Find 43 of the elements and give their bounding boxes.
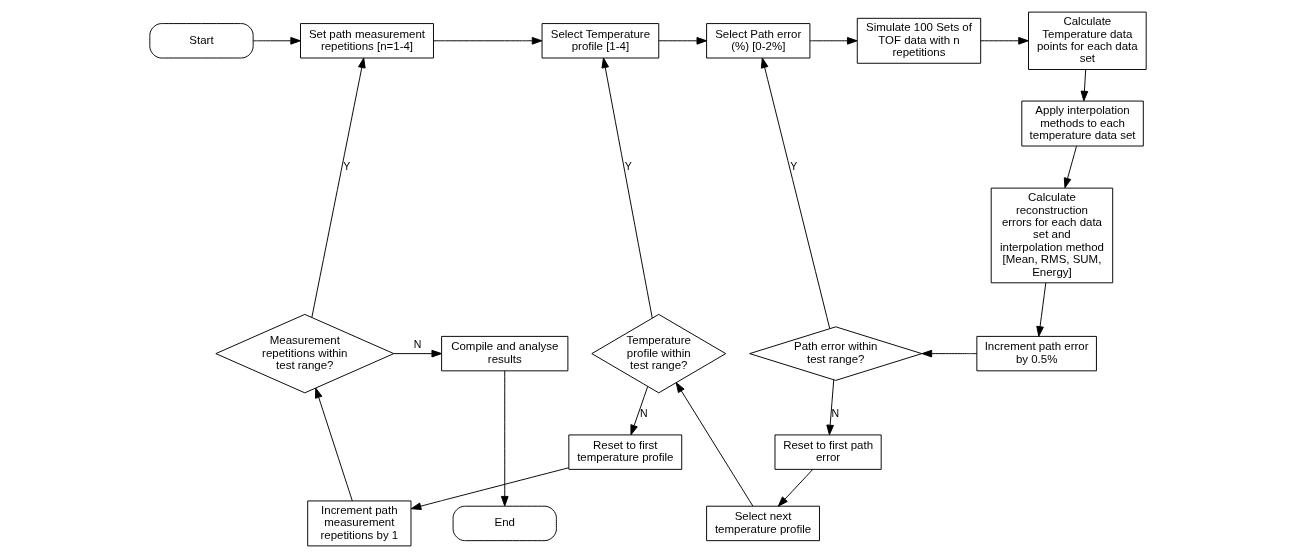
node-diamond: Path error within test range? [748, 326, 922, 381]
arrow [979, 36, 1029, 45]
arrow [809, 36, 857, 45]
edge-label: Y [624, 159, 632, 172]
node-box: Increment path measurement repetitions by 1 [306, 500, 411, 547]
node-diamond: Measurement repetitions within test range? [214, 313, 394, 394]
node-box: Select Path error (%) [0-2%] [705, 23, 810, 59]
arrow [500, 370, 509, 507]
node-box: Calculate Temperature data points for each data set [1027, 11, 1147, 70]
arrow [675, 382, 753, 507]
arrow [825, 379, 834, 436]
node-box: Select next temperature profile [705, 505, 820, 542]
arrow [252, 36, 301, 45]
node-box: Start [148, 23, 254, 59]
arrow [600, 57, 653, 319]
arrow [392, 349, 442, 358]
arrow [1080, 69, 1088, 102]
arrow [1063, 145, 1077, 189]
arrow [310, 57, 366, 318]
edge-label: N [413, 337, 421, 350]
edge-label: N [639, 406, 648, 419]
arrow [314, 387, 353, 502]
node-box: Calculate reconstruction errors for each data set and interpolation method [Mean, RMS, SUM, Energy] [990, 187, 1113, 284]
node-box: Compile and analyse results [440, 335, 568, 372]
node-box: Reset to first path error [774, 434, 882, 470]
node-box: Reset to first temperature profile [567, 434, 682, 470]
arrow [410, 467, 569, 510]
node-box: Simulate 100 Sets of TOF data with n repetitions [856, 17, 981, 64]
arrow [629, 386, 648, 436]
edge-label: N [830, 406, 839, 419]
node-box: End [452, 505, 557, 542]
node-box: Select Temperature profile [1-4] [541, 23, 659, 59]
node-box: Set path measurement repetitions [n=1-4] [299, 23, 434, 59]
edge-label: Y [342, 159, 350, 172]
arrow [760, 57, 830, 329]
node-box: Apply interpolation methods to each temperature data set [1020, 100, 1144, 147]
arrow [432, 36, 542, 45]
arrow [1035, 282, 1046, 337]
node-box: Increment path error by 0.5% [975, 335, 1097, 372]
arrow [658, 36, 707, 45]
arrow [921, 349, 977, 358]
arrow [777, 469, 813, 507]
edge-label: Y [789, 159, 797, 172]
